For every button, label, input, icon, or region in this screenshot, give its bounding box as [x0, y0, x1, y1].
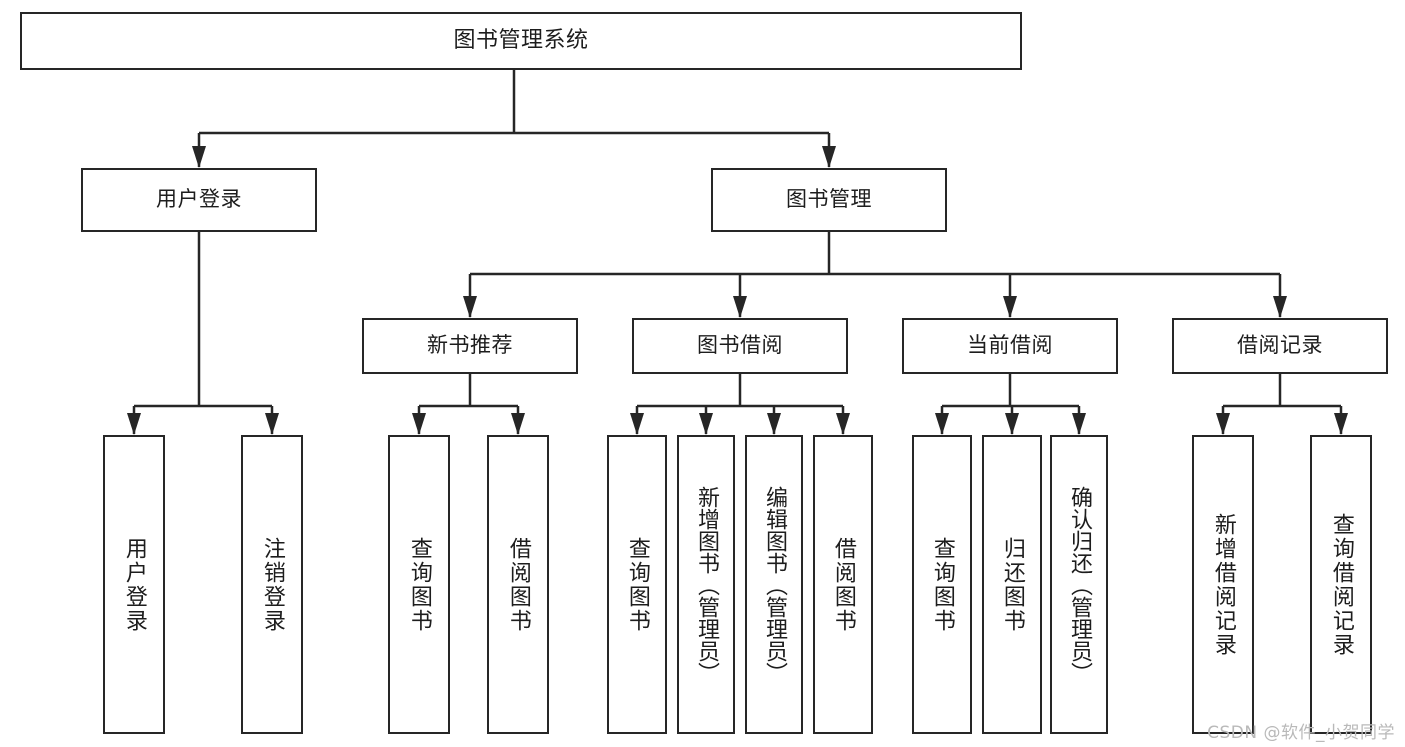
node-leaf-8[interactable]: 查询图书	[912, 435, 972, 734]
node-leaf-5[interactable]: 新增图书（管理员）	[677, 435, 735, 734]
node-leaf-6[interactable]: 编辑图书（管理员）	[745, 435, 803, 734]
node-level2-0[interactable]: 用户登录	[81, 168, 317, 232]
node-level3-3[interactable]: 借阅记录	[1172, 318, 1388, 374]
node-root-图书管理系统[interactable]: 图书管理系统	[20, 12, 1022, 70]
watermark-text: CSDN @软件_小贺同学	[1207, 723, 1395, 743]
node-leaf-9[interactable]: 归还图书	[982, 435, 1042, 734]
node-leaf-3[interactable]: 借阅图书	[487, 435, 549, 734]
node-leaf-1[interactable]: 注销登录	[241, 435, 303, 734]
node-level3-1[interactable]: 图书借阅	[632, 318, 848, 374]
node-leaf-0[interactable]: 用户登录	[103, 435, 165, 734]
node-leaf-11[interactable]: 新增借阅记录	[1192, 435, 1254, 734]
node-level3-0[interactable]: 新书推荐	[362, 318, 578, 374]
node-leaf-12[interactable]: 查询借阅记录	[1310, 435, 1372, 734]
node-leaf-4[interactable]: 查询图书	[607, 435, 667, 734]
node-level3-2[interactable]: 当前借阅	[902, 318, 1118, 374]
node-leaf-10[interactable]: 确认归还（管理员）	[1050, 435, 1108, 734]
node-level2-1[interactable]: 图书管理	[711, 168, 947, 232]
node-leaf-7[interactable]: 借阅图书	[813, 435, 873, 734]
node-leaf-2[interactable]: 查询图书	[388, 435, 450, 734]
